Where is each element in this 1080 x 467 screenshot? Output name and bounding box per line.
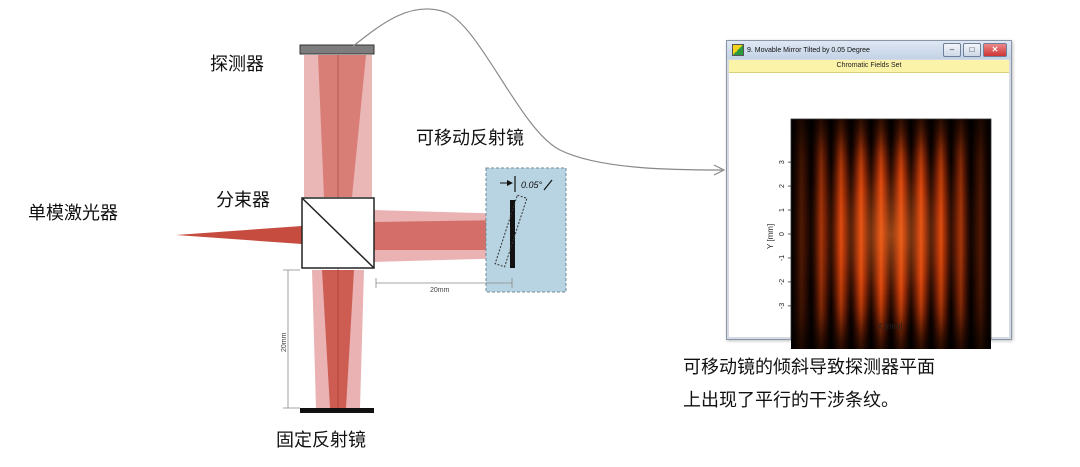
- y-tick-label: -3: [779, 303, 786, 309]
- x-axis-label: X [mm]: [877, 322, 902, 331]
- app-icon: [732, 44, 744, 56]
- minimize-button[interactable]: –: [943, 43, 961, 57]
- tilt-angle-label: 0.05°: [521, 180, 543, 190]
- window-controls: – □ ✕: [943, 43, 1007, 57]
- beam-paths: [176, 55, 513, 408]
- y-tick-label: 0: [779, 232, 786, 236]
- fixed-mirror: [300, 408, 374, 413]
- caption-line-1: 可移动镜的倾斜导致探测器平面: [683, 357, 935, 378]
- y-tick-label: 1: [779, 208, 786, 212]
- movable-mirror-box: [485, 167, 567, 293]
- close-button[interactable]: ✕: [983, 43, 1007, 57]
- y-axis-label: Y [mm]: [766, 224, 775, 249]
- horizontal-distance-label: 20mm: [430, 287, 450, 294]
- detector-label: 探测器: [210, 54, 264, 75]
- tilted-mirror-outline: [494, 194, 528, 268]
- caption-line-2: 上出现了平行的干涉条纹。: [683, 390, 899, 411]
- y-tick-label: -1: [779, 255, 786, 261]
- connector-arrow: [351, 8, 723, 171]
- laser-label: 单模激光器: [28, 203, 118, 224]
- fixed-mirror-label: 固定反射镜: [276, 430, 366, 451]
- maximize-button[interactable]: □: [963, 43, 981, 57]
- simulation-window[interactable]: 9. Movable Mirror Tilted by 0.05 Degree …: [726, 40, 1012, 349]
- y-tick-label: 2: [779, 184, 786, 188]
- window-subtitle: Chromatic Fields Set: [729, 60, 1009, 73]
- y-tick-label: -2: [779, 279, 786, 285]
- laser-beam: [176, 226, 302, 244]
- detector-plate: [299, 44, 375, 55]
- window-title: 9. Movable Mirror Tilted by 0.05 Degree: [747, 46, 870, 54]
- fringe-vignette: [791, 119, 991, 349]
- beam-splitter-diagonal: [301, 197, 375, 269]
- beam-splitter-label: 分束器: [216, 190, 270, 211]
- vertical-distance-label: 20mm: [281, 332, 288, 352]
- beam-to-detector-core: [318, 55, 366, 197]
- movable-mirror: [510, 200, 515, 268]
- y-tick-label: 3: [779, 160, 786, 164]
- window-titlebar[interactable]: 9. Movable Mirror Tilted by 0.05 Degree …: [727, 41, 1011, 59]
- beam-to-movable-mirror-core: [374, 220, 513, 250]
- movable-mirror-label: 可移动反射镜: [416, 128, 524, 149]
